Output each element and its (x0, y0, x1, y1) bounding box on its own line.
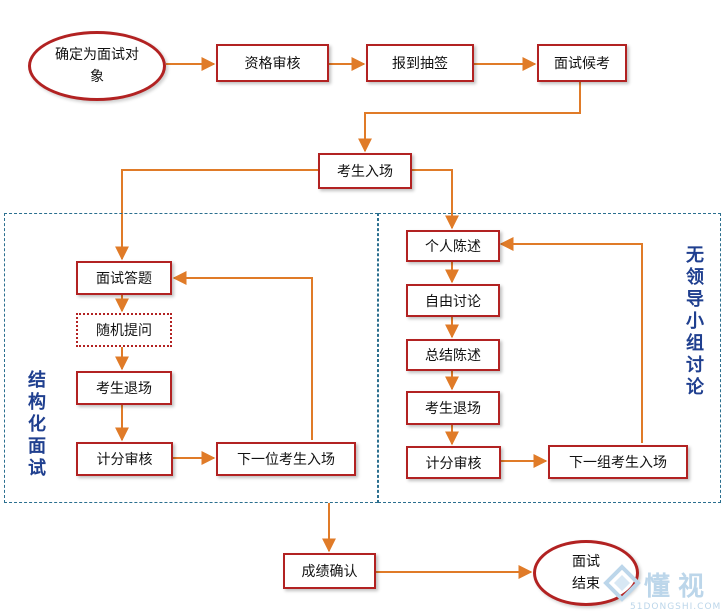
scoring-right-box: 计分审核 (406, 446, 501, 479)
random-question-box: 随机提问 (76, 313, 172, 347)
result-confirm-box: 成绩确认 (283, 553, 376, 589)
result-confirm-label: 成绩确认 (301, 564, 358, 580)
next-group-box: 下一组考生入场 (548, 445, 688, 479)
watermark-logo-icon (603, 564, 641, 602)
arrow-next-group-to-personal-loop (499, 237, 643, 443)
arrow-next-to-answer-loop (172, 271, 313, 440)
personal-statement-label: 个人陈述 (425, 239, 481, 255)
checkin-draw-label: 报到抽签 (392, 56, 448, 72)
structured-interview-label: 结构化面试 (25, 370, 46, 480)
arrow-enter-to-personal (412, 169, 459, 230)
summary-statement-box: 总结陈述 (406, 339, 500, 371)
scoring-left-label: 计分审核 (96, 452, 153, 468)
leaderless-discussion-region (378, 213, 721, 503)
exit-right-label: 考生退场 (425, 401, 481, 417)
next-candidate-box: 下一位考生入场 (216, 442, 356, 476)
arrow-enter-to-answer (115, 169, 318, 261)
arrow-waiting-to-enter (358, 82, 581, 153)
qualification-review-label: 资格审核 (244, 56, 301, 72)
free-discussion-label: 自由讨论 (425, 293, 481, 310)
scoring-right-label: 计分审核 (425, 455, 482, 472)
scoring-left-box: 计分审核 (76, 442, 173, 476)
structured-interview-region (4, 213, 378, 503)
qualification-review-box: 资格审核 (216, 44, 329, 82)
answer-questions-box: 面试答题 (76, 261, 172, 295)
end-node-label: 面试结束 (572, 554, 600, 592)
start-node: 确定为面试对象 (28, 31, 166, 101)
free-discussion-box: 自由讨论 (406, 284, 500, 317)
end-node: 面试结束 (533, 540, 639, 606)
exit-right-box: 考生退场 (406, 391, 500, 425)
next-group-label: 下一组考生入场 (569, 455, 667, 471)
checkin-draw-box: 报到抽签 (366, 44, 474, 82)
waiting-box: 面试候考 (537, 44, 627, 82)
watermark-sub: 51DONGSHI.COM (630, 602, 722, 612)
next-candidate-label: 下一位考生入场 (237, 452, 335, 468)
leaderless-discussion-label: 无领导小组讨论 (683, 245, 704, 399)
personal-statement-box: 个人陈述 (406, 230, 500, 262)
random-question-label: 随机提问 (96, 323, 152, 339)
answer-questions-label: 面试答题 (96, 271, 152, 287)
candidate-enter-label: 考生入场 (337, 164, 393, 180)
candidate-enter-box: 考生入场 (318, 153, 412, 189)
exit-left-label: 考生退场 (96, 381, 152, 397)
summary-statement-label: 总结陈述 (425, 348, 481, 364)
watermark-text: 懂视 (644, 572, 713, 602)
exit-left-box: 考生退场 (76, 371, 172, 405)
waiting-label: 面试候考 (554, 56, 610, 72)
start-node-label: 确定为面试对象 (55, 47, 139, 85)
